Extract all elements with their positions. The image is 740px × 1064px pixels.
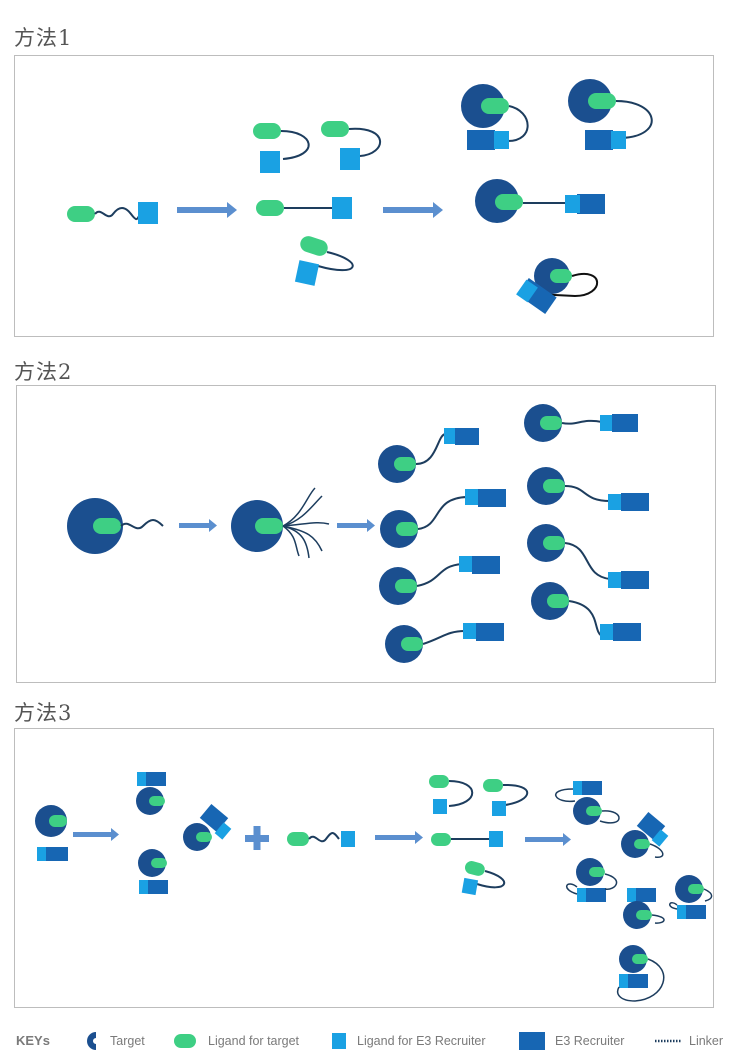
legend-ligand-e3-label: Ligand for E3 Recruiter xyxy=(357,1034,486,1048)
arrow-icon xyxy=(73,828,119,841)
legend-e3: E3 Recruiter xyxy=(519,1032,624,1050)
legend-target: Target xyxy=(87,1032,145,1050)
target-with-linker xyxy=(67,498,164,554)
section-title-1: 方法1 xyxy=(14,26,73,50)
target-conjugate-1 xyxy=(378,428,479,483)
linker-variant-4 xyxy=(294,236,354,286)
ligand-e3-icon xyxy=(332,1033,346,1049)
ligand-target-icon xyxy=(67,206,95,222)
target-conjugate-6 xyxy=(527,467,649,511)
target-icon xyxy=(87,1032,96,1050)
target-conjugate-5 xyxy=(524,404,638,442)
target-conjugate-3 xyxy=(379,556,500,605)
linker-variant-3 xyxy=(256,197,352,219)
panel-method-3 xyxy=(14,728,714,1008)
target-conjugate-7 xyxy=(527,524,649,589)
arrow-icon xyxy=(179,519,217,532)
legend-linker-label: Linker xyxy=(689,1034,723,1048)
ternary-complex-3 xyxy=(475,179,605,223)
ternary-complex-2 xyxy=(568,79,653,150)
arrow-icon xyxy=(383,202,443,218)
legend-target-label: Target xyxy=(110,1034,145,1048)
plus-icon xyxy=(245,826,269,850)
ligand-screening-complexes xyxy=(136,772,232,894)
ternary-complex-4 xyxy=(516,258,599,314)
legend: KEYs Target Ligand for target Ligand for… xyxy=(16,1032,723,1050)
legend-linker: Linker xyxy=(655,1034,723,1048)
linker-variant-1 xyxy=(253,123,310,173)
section-title-3: 方法3 xyxy=(14,701,73,725)
arrow-icon xyxy=(177,202,237,218)
ligand-e3-icon xyxy=(138,202,158,224)
linker-icon xyxy=(94,207,142,220)
ligand-target-icon xyxy=(174,1034,196,1048)
target-with-linker-library xyxy=(231,487,330,559)
ternary-complexes xyxy=(554,781,713,1002)
legend-ligand-target: Ligand for target xyxy=(174,1034,300,1048)
panel-method-1 xyxy=(14,55,714,337)
legend-ligand-target-label: Ligand for target xyxy=(208,1034,300,1048)
diagram-method-2 xyxy=(67,404,649,663)
legend-e3-label: E3 Recruiter xyxy=(555,1034,624,1048)
linker-variants xyxy=(429,775,529,896)
arrow-icon xyxy=(525,833,571,846)
target-conjugate-2 xyxy=(380,489,506,548)
legend-title: KEYs xyxy=(16,1033,50,1048)
e3-recruiter-icon xyxy=(519,1032,545,1050)
arrow-icon xyxy=(337,519,375,532)
ternary-complex-1 xyxy=(461,84,529,150)
arrow-icon xyxy=(375,831,423,844)
target-and-e3-separate xyxy=(35,805,68,861)
legend-ligand-e3: Ligand for E3 Recruiter xyxy=(332,1033,486,1049)
diagram-method-1 xyxy=(67,79,653,314)
bifunctional-molecule xyxy=(67,202,158,224)
bifunctional-molecule xyxy=(287,831,355,847)
target-conjugate-4 xyxy=(385,623,504,663)
diagram-method-3 xyxy=(35,772,713,1002)
section-title-2: 方法2 xyxy=(14,360,73,384)
linker-variant-2 xyxy=(321,121,381,170)
panel-method-2 xyxy=(16,385,716,683)
target-conjugate-8 xyxy=(531,582,641,641)
